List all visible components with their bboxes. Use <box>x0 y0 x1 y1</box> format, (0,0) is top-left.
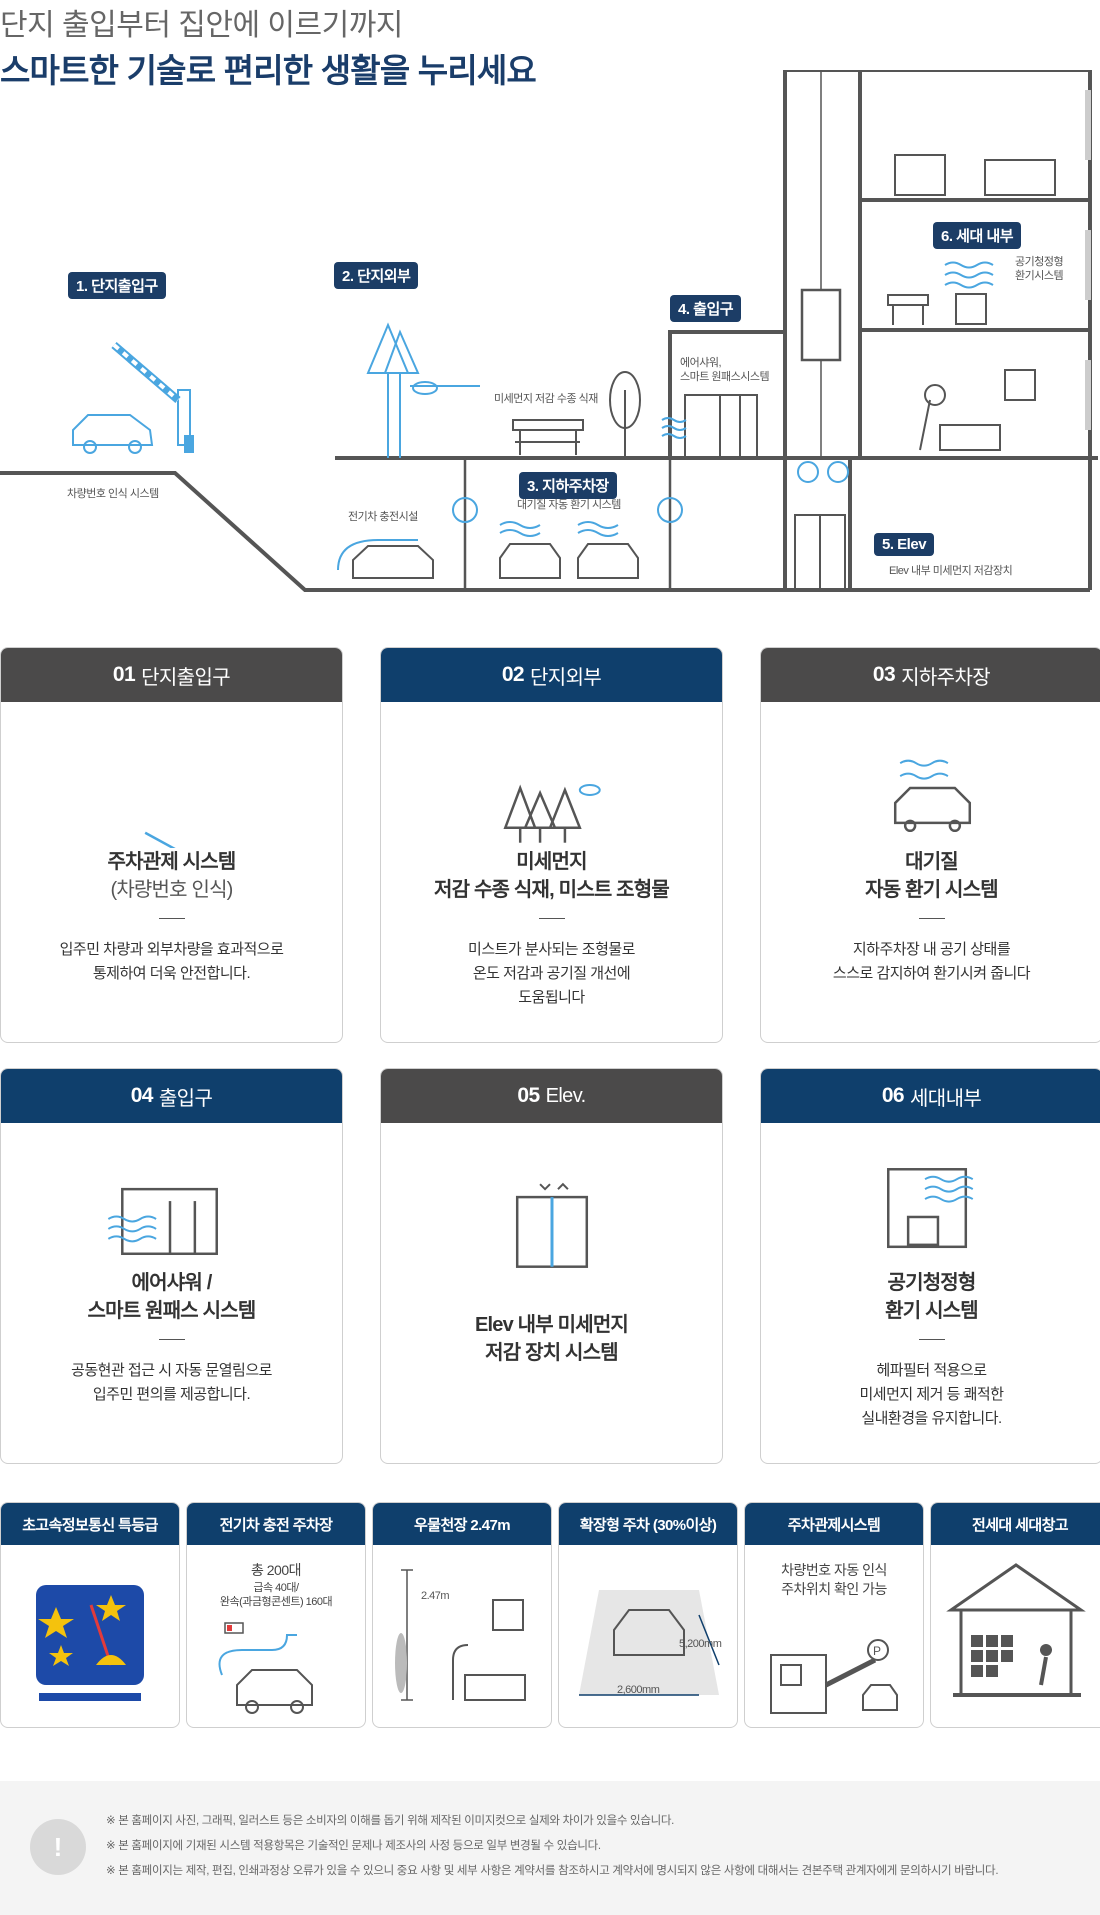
note-purifier-1: 공기청정형 <box>1015 256 1064 268</box>
tile-header: 우물천장 2.47m <box>373 1503 551 1545</box>
parking-p-icon: P <box>873 1644 881 1658</box>
room-air-icon <box>887 1168 974 1249</box>
tile-text: 총 200대 <box>250 1562 302 1578</box>
note-vent: 대기질 자동 환기 시스템 <box>517 499 621 511</box>
card-divider <box>918 918 945 919</box>
tile-header: 초고속정보통신 특등급 <box>1 1503 179 1545</box>
note-elev-dust: Elev 내부 미세먼지 저감장치 <box>889 565 1013 577</box>
tile-storage: 전세대 세대창고 <box>930 1502 1100 1728</box>
hero-subtitle: 단지 출입부터 집안에 이르기까지 <box>0 9 403 42</box>
bench-illus <box>512 371 641 458</box>
tile-wide-parking: 확장형 주차 (30%이상) 2,600mm 5,200mm <box>558 1502 738 1728</box>
ev-charger-icon <box>218 1622 313 1714</box>
tag-outside: 2. 단지외부 <box>334 262 419 289</box>
length-dim-label: 5,200mm <box>679 1638 722 1650</box>
building-cross-section <box>0 70 1098 592</box>
unit-furniture-illus <box>887 154 1056 451</box>
tile-header: 전세대 세대창고 <box>931 1503 1100 1545</box>
tile-header: 주차관제시스템 <box>745 1503 923 1545</box>
air-car-icon <box>893 759 972 833</box>
elevator-car <box>800 288 842 362</box>
door-air-icon <box>107 1187 218 1256</box>
disclaimer-text: ※ 본 홈페이지 사진, 그래픽, 일러스트 등은 소비자의 이해를 돕기 위해… <box>106 1815 999 1877</box>
parking-cars-illus <box>352 543 639 579</box>
ceiling-dim-label: 2.47m <box>421 1590 450 1602</box>
note-smart-pass: 스마트 원패스시스템 <box>680 371 770 383</box>
ground-line <box>0 471 810 592</box>
note-purifier-2: 환기시스템 <box>1015 270 1064 282</box>
tile-ceiling: 우물천장 2.47m 2.47m <box>372 1502 552 1728</box>
tree-icon <box>503 784 601 843</box>
tile-header: 전기차 충전 주차장 <box>187 1503 365 1545</box>
building-illustration: 1. 단지출입구 2. 단지외부 3. 지하주차장 4. 출입구 5. Elev… <box>0 70 1100 600</box>
elevator-icon <box>515 1182 589 1268</box>
width-dim-label: 2,600mm <box>617 1684 660 1696</box>
wide-parking-icon <box>579 1590 720 1696</box>
tile-subtext: 급속 40대/완속(과금형콘센트) 160대 <box>219 1582 333 1608</box>
note-air-shower: 에어샤워, <box>680 357 722 369</box>
hero-title: 스마트한 기술로 편리한 생활을 누리세요 <box>0 52 537 89</box>
parking-booth-icon: P <box>770 1639 898 1714</box>
tree-illus <box>366 322 480 458</box>
tag-unit: 6. 세대 내부 <box>933 222 1022 249</box>
storage-warehouse-icon <box>946 1563 1086 1697</box>
tile-header: 확장형 주차 (30%이상) <box>559 1503 737 1545</box>
card-divider <box>918 1339 945 1340</box>
parking-gate-icon <box>144 831 176 848</box>
tag-entrance: 1. 단지출입구 <box>68 272 166 299</box>
card-divider <box>538 918 565 919</box>
elevator-door-illus <box>794 514 846 591</box>
card-divider <box>158 918 185 919</box>
note-ev: 전기차 충전시설 <box>348 511 418 523</box>
note-dust: 미세먼지 저감 수종 식재 <box>494 393 598 405</box>
card-title: 에어샤워 /스마트 원패스 시스템 <box>87 1272 257 1322</box>
tag-elev: 5. Elev <box>874 533 935 556</box>
footer-notice: ! ※ 본 홈페이지 사진, 그래픽, 일러스트 등은 소비자의 이해를 돕기 … <box>0 1781 1100 1915</box>
note-plate: 차량번호 인식 시스템 <box>67 488 159 500</box>
fan-illus <box>452 461 849 523</box>
tile-ev-charging: 전기차 충전 주차장 총 200대 급속 40대/완속(과금형콘센트) 160대 <box>186 1502 366 1728</box>
tag-parking: 3. 지하주차장 <box>519 472 617 499</box>
tag-door: 4. 출입구 <box>670 295 742 322</box>
tile-broadband: 초고속정보통신 특등급 <box>0 1502 180 1728</box>
broadband-emblem-icon <box>36 1585 144 1701</box>
card-divider <box>158 1339 185 1340</box>
car-illus <box>72 414 154 454</box>
warning-icon: ! <box>30 1819 86 1875</box>
gate-barrier-illus <box>111 341 194 453</box>
card-title: 주차관제 시스템(차량번호 인식) <box>107 851 237 901</box>
ceiling-height-icon <box>395 1569 526 1701</box>
entrance-door-illus <box>684 394 758 458</box>
